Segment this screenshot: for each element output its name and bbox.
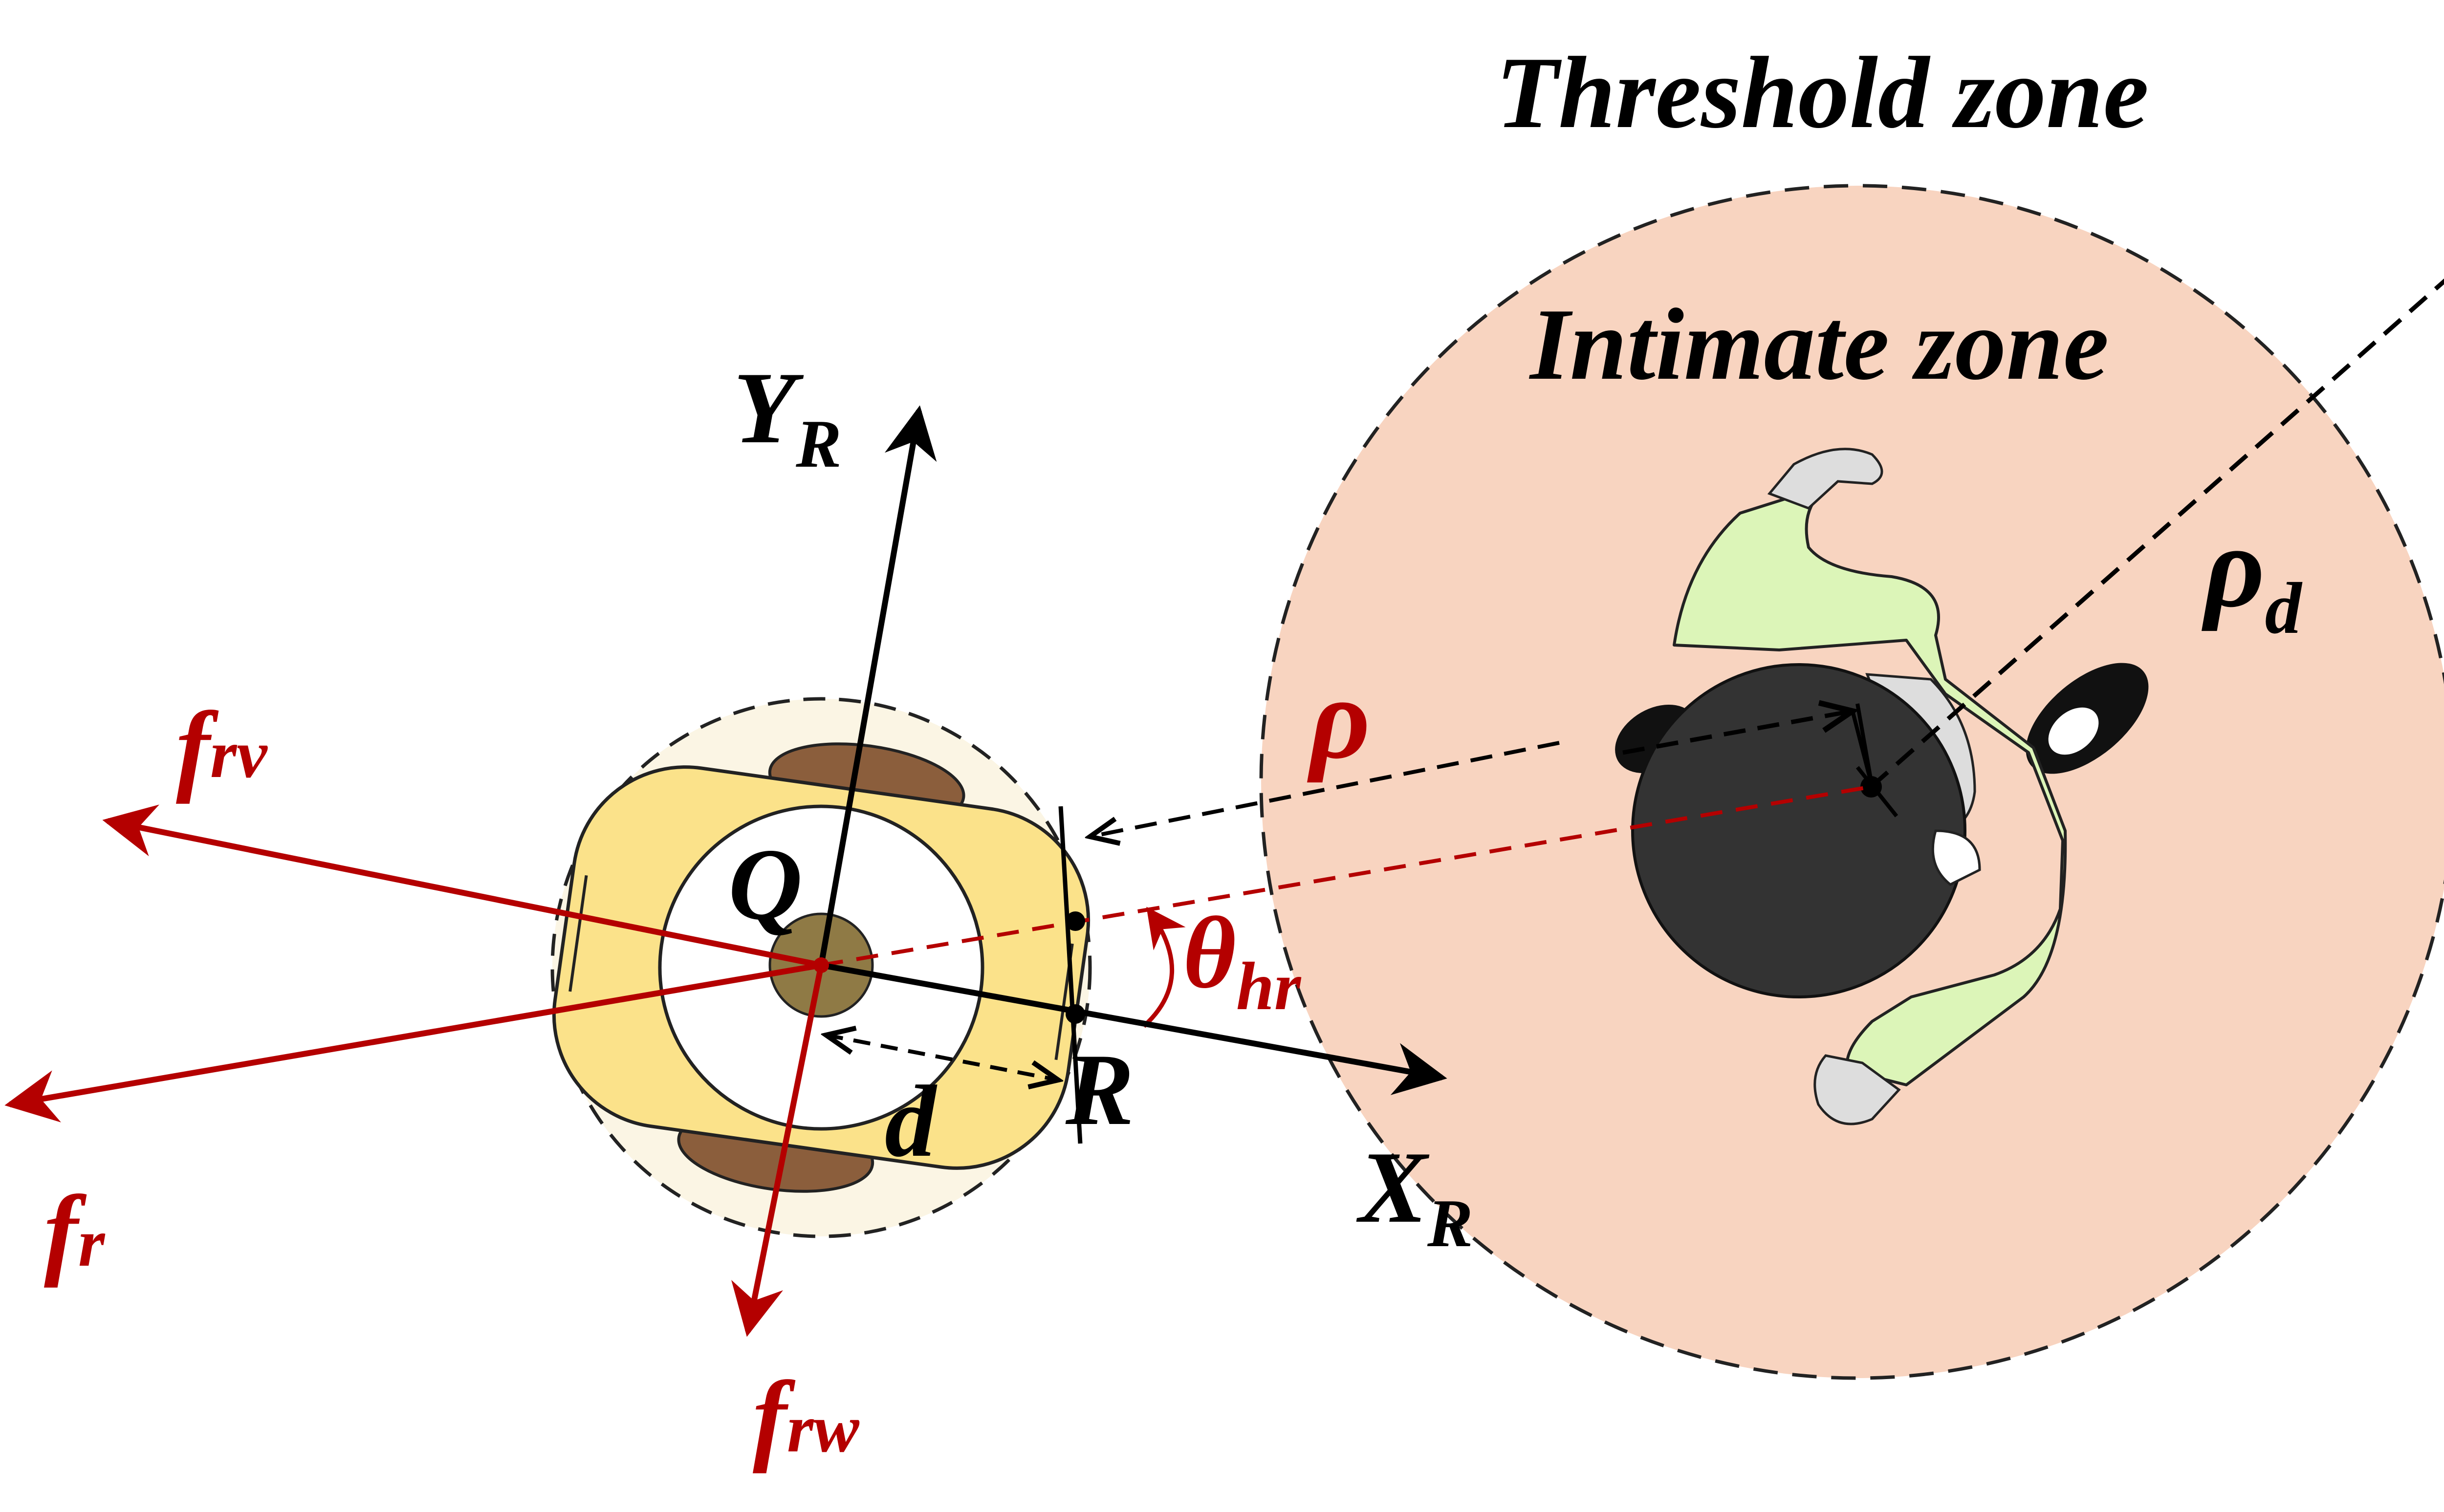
human-center-tick — [1855, 766, 1898, 818]
theta-label: θhr — [1183, 896, 1302, 1024]
theta-label-main: θ — [1183, 896, 1236, 1010]
force-frw-arrow — [731, 964, 824, 1337]
human-head — [1631, 663, 1966, 998]
theta-label-sub: hr — [1236, 949, 1302, 1024]
rho-d-line — [1870, 278, 2444, 789]
human-bottom-hand — [1813, 1054, 1901, 1125]
distance-d-line — [826, 1035, 1058, 1080]
force-frv-arrow — [102, 804, 822, 968]
rho-d-label: ρd — [2202, 501, 2303, 649]
x-axis — [820, 962, 1447, 1095]
force-fr-label: fr — [44, 1175, 106, 1288]
x-axis-label: XR — [1356, 1131, 1473, 1261]
rho-d-label-main: ρ — [2202, 501, 2265, 631]
force-frv-label-sub: rv — [210, 716, 268, 792]
x-axis-label-sub: R — [1427, 1186, 1473, 1261]
robot-edge-left — [568, 875, 588, 992]
force-fr-arrow — [4, 962, 822, 1123]
distance-d-label: d — [885, 1065, 938, 1178]
x-axis-label-main: X — [1356, 1131, 1430, 1244]
theta-arc — [1142, 907, 1186, 1028]
rho-label: ρ — [1307, 653, 1371, 783]
human-shoulder-right — [1931, 829, 1981, 886]
force-fr-label-sub: r — [78, 1205, 106, 1281]
intimate-zone-label: Intimate zone — [1528, 288, 2109, 401]
reference-tick — [1058, 806, 1083, 1144]
rho-d-label-sub: d — [2265, 568, 2303, 649]
y-axis-label-main: Y — [733, 351, 804, 465]
human-right-shoe-sole — [2048, 707, 2099, 755]
threshold-zone-label: Threshold zone — [1496, 36, 2149, 150]
y-axis — [818, 405, 937, 966]
human-figure — [1615, 448, 2149, 1125]
y-axis-label: YR — [733, 351, 842, 482]
force-frw-label-sub: rw — [787, 1391, 859, 1467]
force-frv-label: frv — [176, 691, 268, 804]
robot-to-human-dash — [1090, 741, 1560, 837]
human-shirt — [1673, 482, 2067, 1086]
rho-intersection-dot — [1066, 911, 1085, 931]
reference-point-label: R — [1065, 1033, 1134, 1146]
human-top-hand — [1767, 448, 1883, 510]
robot-center-point — [813, 957, 829, 973]
force-frw-label: frw — [753, 1361, 859, 1474]
y-axis-label-sub: R — [795, 406, 841, 482]
human-heading-drop — [1851, 711, 1874, 787]
center-point-label: Q — [728, 828, 803, 941]
human-heading-dash — [1622, 711, 1853, 755]
